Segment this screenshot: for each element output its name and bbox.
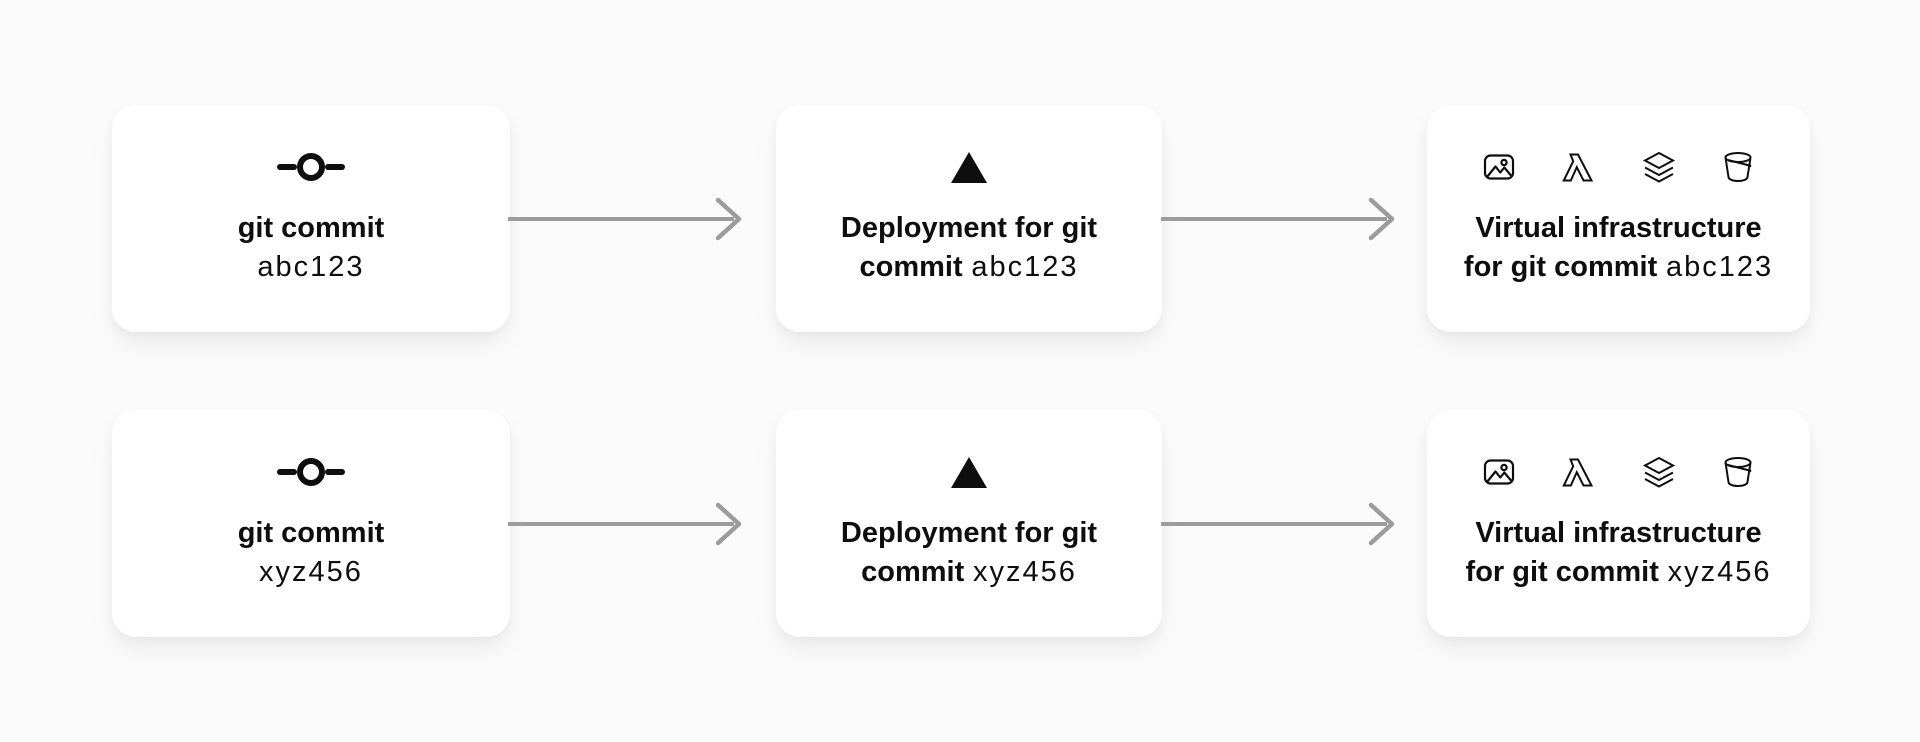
commit-hash: xyz456 — [972, 556, 1077, 588]
layers-icon — [1642, 455, 1676, 489]
node-title: commit — [861, 556, 965, 588]
node-title: git commit — [237, 212, 385, 244]
node-title: Deployment for git — [840, 517, 1098, 549]
flow-arrow — [1159, 500, 1399, 548]
lambda-icon — [1561, 455, 1596, 489]
node-title: for git commit — [1465, 556, 1659, 588]
commit-hash: abc123 — [1665, 251, 1774, 283]
image-icon — [1482, 455, 1516, 489]
vercel-triangle-icon — [951, 151, 987, 183]
commit-hash: abc123 — [257, 251, 365, 283]
node-title: git commit — [237, 517, 385, 549]
node-title: Virtual infrastructure — [1475, 212, 1762, 244]
node-icon-row — [277, 148, 345, 186]
commit-hash: abc123 — [971, 251, 1079, 283]
layers-icon — [1642, 150, 1676, 184]
commit-hash: xyz456 — [1667, 556, 1772, 588]
git-commit-icon — [277, 150, 345, 184]
flow-arrow — [506, 195, 746, 243]
commit-hash: xyz456 — [259, 556, 363, 588]
node-icon-row — [1482, 453, 1756, 491]
node-icon-row — [951, 148, 987, 186]
node-title: for git commit — [1463, 251, 1658, 283]
image-icon — [1482, 150, 1516, 184]
flow-arrow — [506, 500, 746, 548]
node-icon-row — [277, 453, 345, 491]
node-icon-row — [1482, 148, 1756, 186]
node-label: git commit xyz456 — [238, 514, 385, 592]
node-title: Deployment for git — [840, 212, 1098, 244]
bucket-icon — [1722, 150, 1756, 184]
vercel-triangle-icon — [951, 456, 987, 488]
lambda-icon — [1561, 150, 1596, 184]
node-git-commit-2: git commit xyz456 — [112, 410, 510, 637]
flow-arrow — [1159, 195, 1399, 243]
node-icon-row — [951, 453, 987, 491]
node-title: Virtual infrastructure — [1475, 517, 1762, 549]
bucket-icon — [1722, 455, 1756, 489]
node-title: commit — [859, 251, 963, 283]
node-label: git commit abc123 — [238, 209, 385, 287]
node-git-commit-1: git commit abc123 — [112, 105, 510, 332]
git-commit-icon — [277, 455, 345, 489]
